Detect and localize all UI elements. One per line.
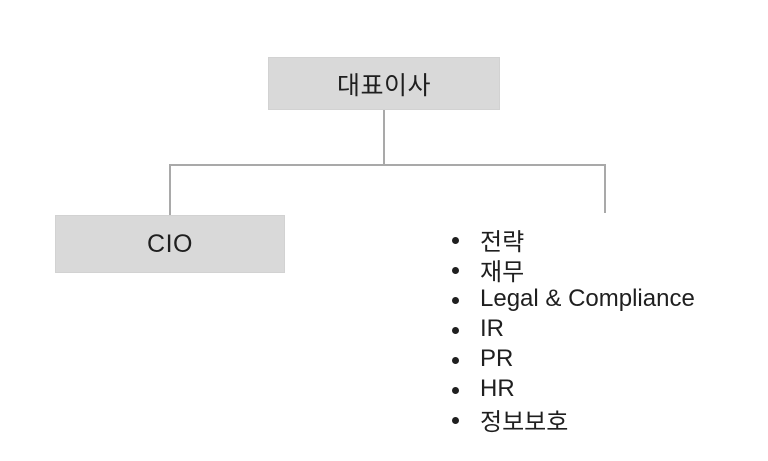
bullet-icon bbox=[452, 296, 459, 304]
list-item-label: 정보보호 bbox=[480, 408, 569, 436]
ceo-box: 대표이사 bbox=[268, 57, 500, 110]
list-item-label: HR bbox=[480, 375, 515, 402]
list-item: 전략 bbox=[448, 224, 695, 256]
connector-root-stem-line bbox=[383, 110, 385, 164]
ceo-box-label: 대표이사 bbox=[336, 71, 431, 100]
list-item: IR bbox=[448, 314, 695, 344]
bullet-icon bbox=[452, 326, 459, 334]
list-item: Legal & Compliance bbox=[448, 284, 695, 314]
bullet-icon bbox=[452, 356, 459, 364]
bullet-icon bbox=[452, 266, 459, 274]
list-item-label: PR bbox=[480, 345, 514, 372]
connector-left-drop-line bbox=[169, 164, 171, 215]
connector-horizontal-line bbox=[169, 164, 606, 166]
connector-right-drop-line bbox=[604, 164, 606, 213]
list-item-label: 전략 bbox=[480, 228, 525, 256]
bullet-icon bbox=[452, 386, 459, 394]
list-item: HR bbox=[448, 374, 695, 404]
list-item-label: IR bbox=[480, 315, 504, 342]
list-item: 재무 bbox=[448, 254, 695, 286]
bullet-icon bbox=[452, 236, 459, 244]
list-item-label: 재무 bbox=[480, 258, 525, 286]
bullet-icon bbox=[452, 416, 459, 424]
list-item: PR bbox=[448, 344, 695, 374]
cio-box-label: CIO bbox=[147, 229, 193, 258]
list-item: 정보보호 bbox=[448, 404, 695, 436]
list-item-label: Legal & Compliance bbox=[480, 285, 695, 312]
cio-box: CIO bbox=[55, 215, 285, 273]
department-list: 전략 재무 Legal & Compliance IR PR HR 정보보호 bbox=[448, 224, 695, 436]
